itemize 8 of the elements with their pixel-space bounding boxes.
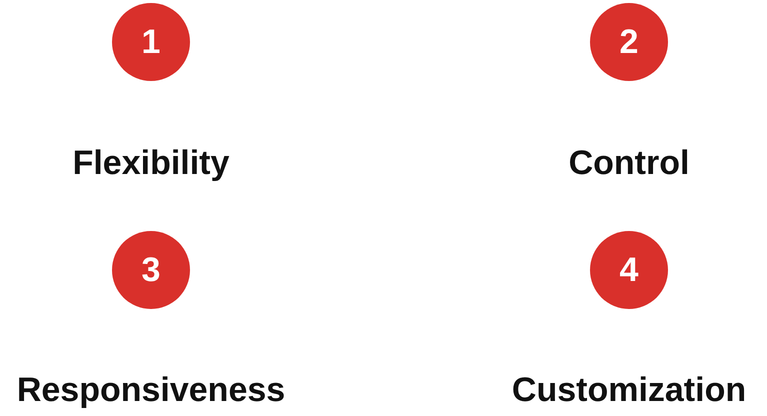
feature-label: Flexibility	[72, 143, 230, 183]
number-badge: 1	[112, 3, 190, 81]
feature-label: Control	[568, 143, 690, 183]
number-badge: 4	[590, 231, 668, 309]
feature-label: Customization	[512, 370, 746, 410]
number-badge: 3	[112, 231, 190, 309]
number-badge: 2	[590, 3, 668, 81]
feature-label: Responsiveness	[16, 370, 286, 410]
